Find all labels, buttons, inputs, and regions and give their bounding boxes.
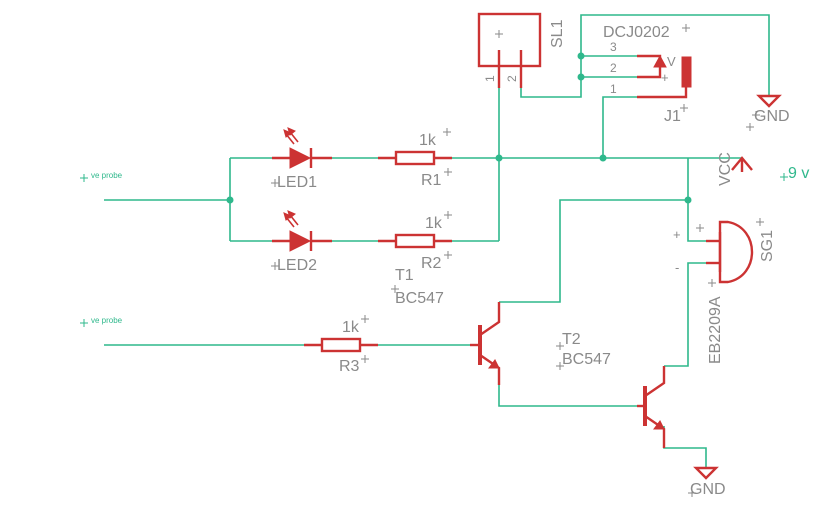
transistor-t1: T1 BC547 [391,267,501,385]
led2: LED2 [271,210,332,274]
j1-value: DCJ0202 [603,24,670,41]
probe-bottom-label: ve probe [91,316,123,325]
sl1-name: SL1 [549,19,566,48]
wire-t1-t2 [498,385,637,407]
transistor-t2: T2 BC547 [556,331,666,448]
resistor-r3: 1k R3 [304,315,378,375]
wire-vcc [687,158,706,242]
r3-value: 1k [342,319,360,336]
jack-j1: DCJ0202 3 2 1 V + J1 [603,24,692,125]
junctions [226,52,692,204]
sg1-name: SG1 [759,230,776,262]
junction-j1-mid [577,73,585,81]
j1-pin1-label: 1 [610,82,617,96]
wire-t1-collector [499,199,688,303]
j1-name: J1 [664,108,681,125]
probe-labels: ve probe ve probe [80,171,123,327]
gnd-bottom-label: GND [690,481,726,498]
junction-probe [226,196,234,204]
junction-vcc [684,196,692,204]
sg1-value: EB2209A [707,296,724,364]
buzzer-sg1: + - SG1 EB2209A [673,218,776,364]
vcc-symbol: VCC 9 v [717,123,809,186]
sg1-minus: - [675,260,679,275]
led1-name: LED1 [277,174,317,191]
j1-pin2-label: 2 [610,61,617,75]
j1-pin3-label: 3 [610,40,617,54]
t2-value: BC547 [562,351,611,368]
wire-buzzer-t2 [664,262,706,367]
resistor-r1: 1k R1 [378,128,452,189]
vcc-label: VCC [717,152,734,186]
connector-sl1: 1 2 SL1 [477,12,566,88]
wires [104,14,770,468]
resistor-r2: 1k R2 [378,211,452,272]
sl1-pin1-label: 1 [483,75,497,82]
junction-j1-top [577,52,585,60]
t1-value: BC547 [395,290,444,307]
wire-sl1-pin2 [520,56,582,98]
r3-name: R3 [339,358,360,375]
led1: LED1 [271,127,332,191]
probe-top-label: ve probe [91,171,123,180]
j1-mark-plus: + [661,70,669,85]
r2-name: R2 [421,255,442,272]
r2-value: 1k [425,215,443,232]
gnd-bottom-symbol: GND [688,466,726,498]
gnd-top-symbol: GND [752,94,790,125]
r1-name: R1 [421,172,442,189]
vcc-voltage: 9 v [788,165,809,182]
t1-name: T1 [395,267,414,284]
wire-t2-gnd [663,426,707,468]
sl1-pin2-label: 2 [505,75,519,82]
j1-mark-v: V [667,54,676,69]
gnd-top-label: GND [754,108,790,125]
wire-j1-pin1 [602,96,637,158]
junction-r1 [495,154,503,162]
wire-j1-gnd [580,14,770,96]
t2-name: T2 [562,331,581,348]
r1-value: 1k [419,132,437,149]
led2-name: LED2 [277,257,317,274]
sg1-plus: + [673,227,681,242]
junction-j1pin1 [599,154,607,162]
